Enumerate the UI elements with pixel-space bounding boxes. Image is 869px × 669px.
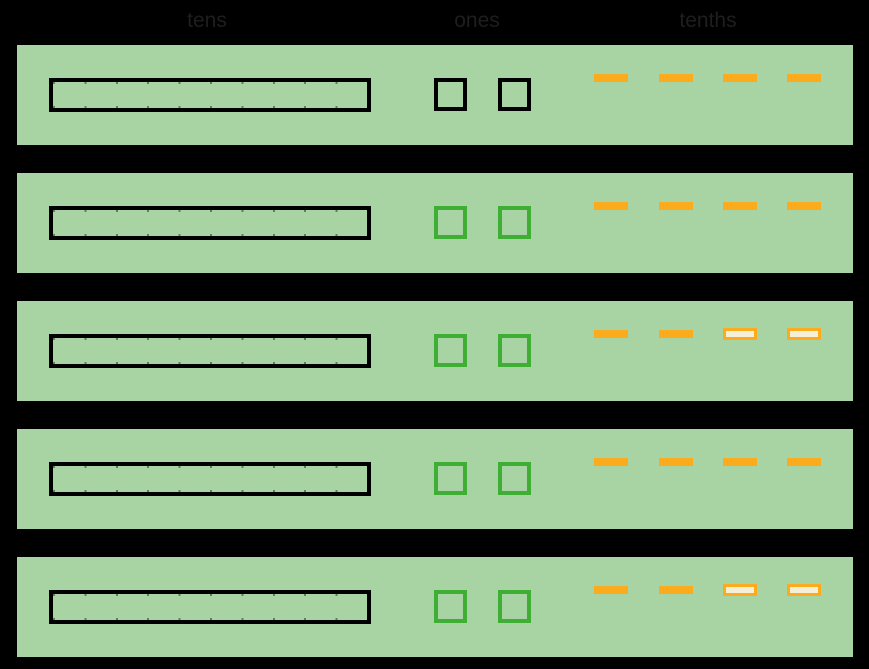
tenths-dash[interactable] [594, 202, 628, 210]
place-value-row [17, 429, 853, 529]
rod-segment-ticks [53, 490, 367, 492]
tenths-dash[interactable] [787, 328, 821, 340]
ones-square[interactable] [498, 462, 531, 495]
tenths-dash[interactable] [659, 202, 693, 210]
tens-rod[interactable] [49, 590, 371, 624]
tenths-dash[interactable] [723, 202, 757, 210]
rod-segment-ticks [53, 466, 367, 468]
tenths-dash[interactable] [787, 584, 821, 596]
tenths-dash[interactable] [787, 202, 821, 210]
column-label-ones: ones [454, 9, 500, 32]
rod-segment-ticks [53, 338, 367, 340]
ones-square[interactable] [498, 334, 531, 367]
tenths-dash[interactable] [659, 74, 693, 82]
ones-square[interactable] [434, 206, 467, 239]
ones-square[interactable] [498, 590, 531, 623]
tens-rod[interactable] [49, 462, 371, 496]
rod-segment-ticks [53, 210, 367, 212]
ones-square[interactable] [434, 334, 467, 367]
rod-segment-ticks [53, 618, 367, 620]
tens-rod[interactable] [49, 206, 371, 240]
tenths-dash[interactable] [594, 586, 628, 594]
ones-square[interactable] [434, 78, 467, 111]
ones-square[interactable] [434, 462, 467, 495]
tens-rod[interactable] [49, 78, 371, 112]
rod-segment-ticks [53, 234, 367, 236]
rod-segment-ticks [53, 106, 367, 108]
tenths-dash[interactable] [723, 328, 757, 340]
tenths-dash[interactable] [594, 330, 628, 338]
place-value-row [17, 557, 853, 657]
place-value-row [17, 301, 853, 401]
rod-segment-ticks [53, 82, 367, 84]
ones-square[interactable] [434, 590, 467, 623]
tenths-dash[interactable] [787, 458, 821, 466]
tenths-dash[interactable] [594, 74, 628, 82]
tenths-dash[interactable] [659, 586, 693, 594]
ones-square[interactable] [498, 78, 531, 111]
column-label-tenths: tenths [679, 9, 737, 32]
tenths-dash[interactable] [787, 74, 821, 82]
tens-rod[interactable] [49, 334, 371, 368]
rod-segment-ticks [53, 362, 367, 364]
rod-segment-ticks [53, 594, 367, 596]
tenths-dash[interactable] [723, 584, 757, 596]
column-label-tens: tens [187, 9, 227, 32]
tenths-dash[interactable] [659, 458, 693, 466]
ones-square[interactable] [498, 206, 531, 239]
place-value-row [17, 45, 853, 145]
tenths-dash[interactable] [659, 330, 693, 338]
place-value-row [17, 173, 853, 273]
tenths-dash[interactable] [594, 458, 628, 466]
tenths-dash[interactable] [723, 74, 757, 82]
tenths-dash[interactable] [723, 458, 757, 466]
